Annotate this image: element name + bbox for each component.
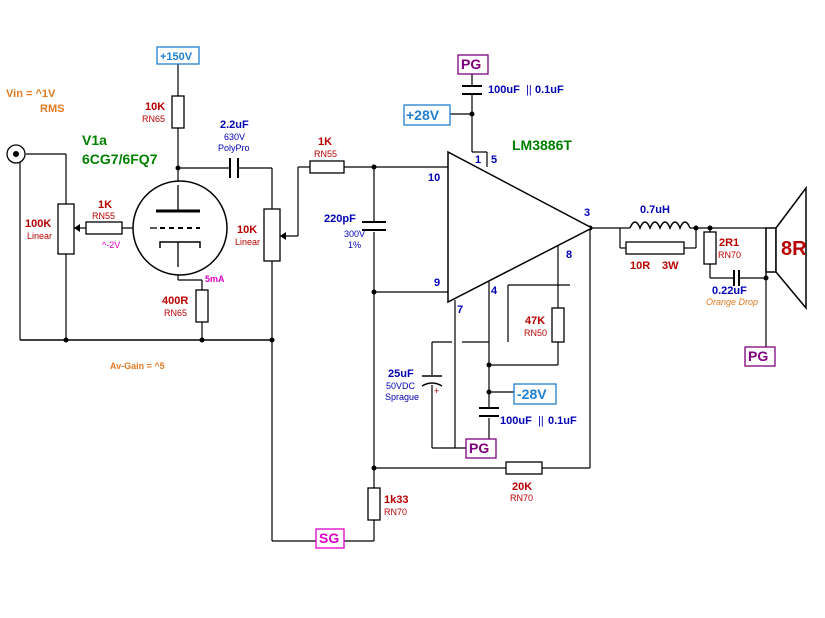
pin-3-label: 3: [584, 207, 590, 219]
pin-1-label: 1: [475, 154, 481, 166]
vin-rms-label: RMS: [40, 103, 64, 115]
series-resistor-value: 1K: [318, 136, 332, 148]
cathode-resistor: [195, 289, 209, 323]
feedback-resistor-type: RN70: [510, 493, 533, 503]
ground-resistor: [367, 487, 381, 521]
damping-resistor: [625, 241, 685, 255]
top-cap-parallel: ||: [526, 84, 532, 96]
pg-speaker-box: [744, 346, 776, 367]
volume-pot-value: 10K: [237, 224, 257, 236]
tube-type-label: 6CG7/6FQ7: [82, 151, 158, 167]
pin-4-label: 4: [491, 285, 498, 297]
filter-cap-volt: 300V: [344, 229, 365, 239]
pin-9-label: 9: [434, 277, 440, 289]
vin-label: Vin = ^1V: [6, 88, 56, 100]
sg-label: SG: [319, 530, 339, 546]
series-resistor-type: RN55: [314, 149, 337, 159]
mute-resistor-value: 47K: [525, 315, 545, 327]
damping-resistor-power: 3W: [662, 260, 679, 272]
mute-cap-type: Sprague: [385, 392, 419, 402]
plus28-box: [403, 104, 451, 126]
bottom-cap-value2: 0.1uF: [548, 415, 577, 427]
wires: [19, 64, 767, 542]
av-gain-label: Av-Gain = ^5: [110, 361, 165, 371]
chip-name-label: LM3886T: [512, 137, 572, 153]
mute-cap-value: 25uF: [388, 368, 414, 380]
speaker-label: 8R: [781, 238, 807, 260]
grid-resistor: [85, 221, 123, 235]
input-jack-symbol: [6, 144, 26, 164]
pg-bottom-label: PG: [469, 440, 489, 456]
mute-resistor-type: RN50: [524, 328, 547, 338]
pg-top-box: [457, 54, 489, 75]
mute-resistor: [551, 307, 565, 343]
ground-resistor-type: RN70: [384, 507, 407, 517]
top-cap-value: 100uF: [488, 84, 520, 96]
zobel-cap-type: Orange Drop: [706, 297, 758, 307]
plus150-label: +150V: [160, 51, 193, 63]
pin-10-label: 10: [428, 172, 440, 184]
tube-name-label: V1a: [82, 132, 107, 148]
grid-resistor-value: 1K: [98, 199, 112, 211]
junction-dots: [63, 111, 769, 471]
output-inductor: [629, 221, 691, 230]
zobel-resistor: [703, 231, 717, 265]
plus28-label: +28V: [406, 107, 440, 123]
volume-potentiometer: [263, 208, 286, 262]
bottom-cap-value: 100uF: [500, 415, 532, 427]
coupling-cap-volt: 630V: [224, 132, 245, 142]
top-supply-capacitor: [462, 85, 482, 95]
coupling-cap-type: PolyPro: [218, 143, 250, 153]
coupling-cap-value: 2.2uF: [220, 119, 249, 131]
ground-resistor-value: 1k33: [384, 494, 408, 506]
zobel-resistor-value: 2R1: [719, 237, 739, 249]
coupling-capacitor: [229, 158, 239, 178]
mute-cap-volt: 50VDC: [386, 381, 416, 391]
filter-cap-value: 220pF: [324, 213, 356, 225]
pg-speaker-label: PG: [748, 348, 768, 364]
bottom-supply-capacitor: [479, 407, 499, 417]
damping-resistor-value: 10R: [630, 260, 650, 272]
input-pot-type: Linear: [27, 231, 52, 241]
vacuum-tube-symbol: [132, 180, 228, 276]
tube-current-label: 5mA: [205, 274, 225, 284]
svg-text:+: +: [434, 386, 439, 396]
minus28-box: [513, 383, 557, 405]
inductor-value: 0.7uH: [640, 204, 670, 216]
input-potentiometer: [57, 203, 80, 255]
cathode-resistor-type: RN65: [164, 308, 187, 318]
pg-top-label: PG: [461, 56, 481, 72]
feedback-resistor: [505, 461, 543, 475]
plate-resistor-value: 10K: [145, 101, 165, 113]
filter-cap-tol: 1%: [348, 240, 361, 250]
pin-7-label: 7: [457, 304, 463, 316]
plate-resistor: [171, 95, 185, 129]
zobel-resistor-type: RN70: [718, 250, 741, 260]
plate-resistor-type: RN65: [142, 114, 165, 124]
feedback-resistor-value: 20K: [512, 481, 532, 493]
input-pot-value: 100K: [25, 218, 51, 230]
series-resistor: [309, 160, 345, 174]
pg-bottom-box: [465, 438, 497, 459]
grid-resistor-type: RN55: [92, 211, 115, 221]
pin-5-label: 5: [491, 154, 497, 166]
mute-capacitor: +: [421, 375, 443, 396]
plus150-box: [156, 46, 200, 65]
zobel-capacitor: [733, 270, 740, 286]
filter-capacitor: [362, 221, 386, 231]
sg-box: [315, 528, 345, 549]
zobel-cap-value: 0.22uF: [712, 285, 747, 297]
speaker-symbol: [765, 185, 807, 311]
pin-8-label: 8: [566, 249, 572, 261]
minus28-label: -28V: [517, 386, 547, 402]
opamp-triangle: [447, 150, 594, 304]
grid-bias-label: ^-2V: [102, 240, 120, 250]
cathode-resistor-value: 400R: [162, 295, 188, 307]
top-cap-value2: 0.1uF: [535, 84, 564, 96]
volume-pot-type: Linear: [235, 237, 260, 247]
bottom-cap-parallel: ||: [538, 415, 544, 427]
